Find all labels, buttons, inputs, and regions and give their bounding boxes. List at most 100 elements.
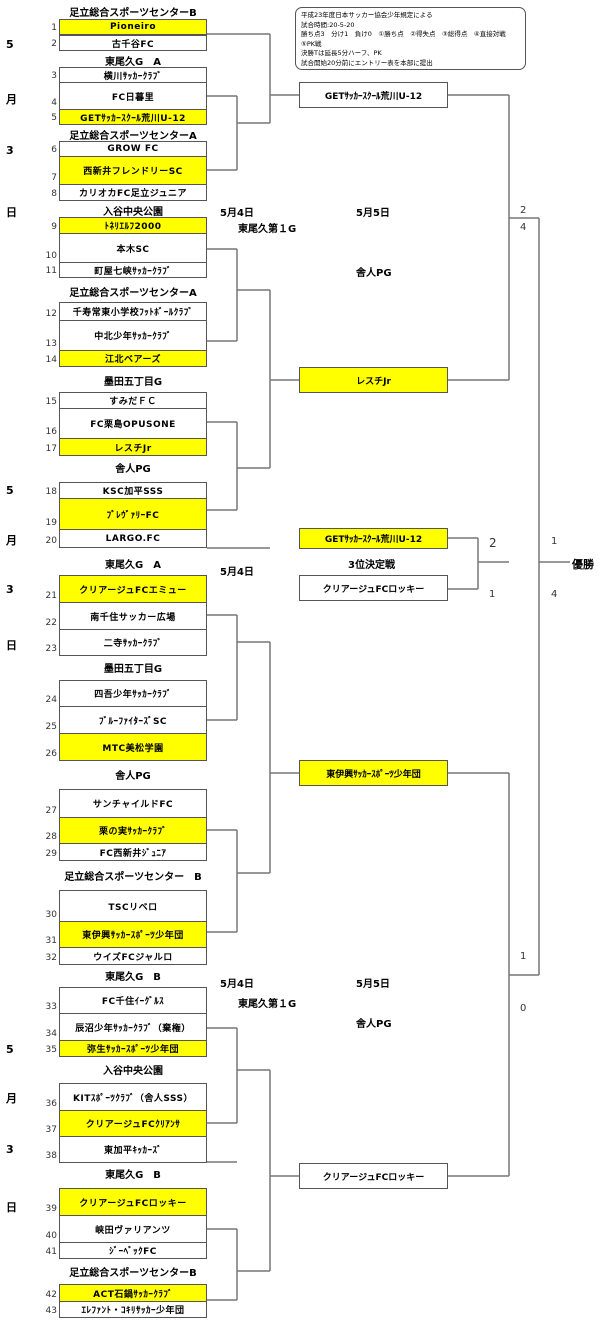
team-name: 東伊興ｻｯｶｰｽﾎﾟｰﾂ少年団 [82, 931, 184, 941]
side-date-month: 月 [6, 93, 17, 106]
round-venue: 舎人PG [356, 268, 392, 279]
group-venue: 入谷中央公園 [103, 207, 163, 218]
team-number: 28 [45, 832, 57, 842]
team-name: 栗の実ｻｯｶｰｸﾗﾌﾞ [98, 827, 167, 837]
round-venue: 東尾久第１G [238, 224, 297, 235]
team-number: 40 [45, 1231, 57, 1241]
team-row: 南千住サッカー広場 [59, 602, 207, 630]
round-date: 5月5日 [356, 979, 390, 990]
team-number: 10 [45, 251, 57, 261]
semifinalist-box: レスチJr [299, 367, 448, 393]
group-venue: 足立総合スポーツセンター B [64, 872, 202, 883]
group-venue: 東尾久G A [105, 57, 161, 68]
team-row: LARGO.FC [59, 529, 207, 548]
team-number: 27 [45, 806, 57, 816]
team-row: FC日暮里 [59, 82, 207, 110]
team-name: ﾌﾞﾚｳﾞｧﾘｰFC [106, 510, 160, 521]
team-name: 古千谷FC [111, 39, 155, 50]
team-number: 36 [45, 1099, 57, 1109]
team-name: FC栗島OPUSONE [90, 420, 176, 430]
team-row: ウイズFCジャルロ [59, 947, 207, 965]
score: 1 [489, 589, 496, 600]
team-number: 1 [51, 23, 57, 33]
team-row: MTC美松学園 [59, 733, 207, 761]
side-date-day: 3 [6, 1143, 14, 1156]
group-venue: 墨田五丁目G [103, 377, 163, 388]
team-row: 東加平ｷｯｶｰｽﾞ [59, 1136, 207, 1163]
semifinalist-box: GETｻｯｶｰｽｸｰﾙ荒川U-12 [299, 82, 448, 108]
group-venue: 東尾久G B [105, 1170, 161, 1181]
side-date-day: 日 [6, 1201, 17, 1214]
team-number: 6 [51, 145, 57, 155]
team-row: 町屋七峡ｻｯｶｰｸﾗﾌﾞ [59, 262, 207, 278]
team-row: 東伊興ｻｯｶｰｽﾎﾟｰﾂ少年団 [59, 921, 207, 948]
round-venue: 東尾久第１G [238, 999, 297, 1010]
side-date-day: 3 [6, 144, 14, 157]
team-row: 江北ベアーズ [59, 350, 207, 367]
team-name: 辰沼少年ｻｯｶｰｸﾗﾌﾞ（棄権） [75, 1023, 191, 1034]
team-name: FC日暮里 [111, 92, 155, 103]
team-row: GROW FC [59, 141, 207, 157]
note-line: 試合開始20分前にエントリー表を本部に提出 [301, 58, 433, 67]
team-name: GETｻｯｶｰｽｸｰﾙ荒川U-12 [324, 535, 423, 545]
score: 2 [489, 536, 497, 550]
team-row: カリオカFC足立ジュニア [59, 184, 207, 201]
team-number: 8 [51, 189, 57, 199]
third-place-team: クリアージュFCロッキー [299, 575, 448, 601]
team-name: 四吾少年ｻｯｶｰｸﾗﾌﾞ [94, 690, 172, 700]
team-row: 本木SC [59, 233, 207, 263]
group-venue: 足立総合スポーツセンターB [69, 1268, 197, 1279]
champion-label: 優勝 [572, 558, 594, 571]
team-name: GETｻｯｶｰｽｸｰﾙ荒川U-12 [324, 91, 423, 102]
round-date: 5月4日 [220, 979, 254, 990]
team-row: ﾌﾞﾙｰﾌｧｲﾀｰｽﾞSC [59, 706, 207, 734]
team-number: 18 [45, 487, 57, 497]
side-date-month: 月 [6, 1092, 17, 1105]
group-venue: 東尾久G B [105, 972, 161, 983]
team-row: KSC加平SSS [59, 482, 207, 499]
side-date-month: 5 [6, 38, 14, 51]
team-number: 20 [45, 536, 57, 546]
team-number: 17 [45, 444, 57, 454]
team-name: ﾌﾞﾙｰﾌｧｲﾀｰｽﾞSC [98, 716, 168, 727]
team-name: TSCリベロ [108, 902, 158, 913]
team-number: 29 [45, 849, 57, 859]
team-row: 峡田ヴァリアンツ [59, 1215, 207, 1243]
team-name: 町屋七峡ｻｯｶｰｸﾗﾌﾞ [94, 266, 172, 277]
team-name: Pioneiro [109, 22, 157, 32]
group-venue: 入谷中央公園 [103, 1066, 163, 1077]
team-number: 14 [45, 355, 57, 365]
team-row: ﾌﾞﾚｳﾞｧﾘｰFC [59, 498, 207, 530]
team-name: レスチJr [114, 443, 152, 454]
team-row: ｴﾚﾌｧﾝﾄ・ｺｷﾘｻｯｶｰ少年団 [59, 1301, 207, 1318]
team-number: 38 [45, 1151, 57, 1161]
side-date-day: 日 [6, 639, 17, 652]
team-row: すみだＦＣ [59, 392, 207, 409]
third-place-label: 3位決定戦 [348, 560, 395, 571]
score: 2 [520, 205, 527, 216]
group-venue: 墨田五丁目G [103, 664, 163, 675]
group-venue: 東尾久G A [105, 560, 161, 571]
team-number: 2 [51, 39, 57, 49]
note-line: 勝ち点3 分け1 負け0 ①勝ち点 ②得失点 ③総得点 ④直接対戦 [301, 30, 506, 39]
note-line: ⑤PK戦 [301, 39, 322, 48]
team-row: 西新井フレンドリーSC [59, 156, 207, 185]
group-venue: 足立総合スポーツセンターA [69, 288, 197, 299]
team-row: 弥生ｻｯｶｰｽﾎﾟｰﾂ少年団 [59, 1040, 207, 1057]
team-number: 9 [51, 222, 57, 232]
team-number: 33 [45, 1002, 57, 1012]
team-row: レスチJr [59, 438, 207, 456]
team-name: 横川ｻｯｶｰｸﾗﾌﾞ [103, 71, 163, 82]
team-row: 古千谷FC [59, 35, 207, 51]
team-name: 南千住サッカー広場 [90, 612, 176, 623]
note-line: 試合時間:20-5-20 [301, 20, 355, 29]
round-date: 5月4日 [220, 208, 254, 219]
group-venue: 舎人PG [115, 464, 151, 475]
team-name: FC西新井ｼﾞｭﾆｱ [99, 848, 167, 859]
team-name: ACT石鍋ｻｯｶｰｸﾗﾌﾞ [93, 1289, 173, 1300]
team-row: 横川ｻｯｶｰｸﾗﾌﾞ [59, 67, 207, 83]
semifinalist-box: 東伊興ｻｯｶｰｽﾎﾟｰﾂ少年団 [299, 760, 448, 786]
team-number: 41 [45, 1247, 57, 1257]
team-number: 22 [45, 618, 57, 628]
team-name: 峡田ヴァリアンツ [95, 1225, 171, 1236]
